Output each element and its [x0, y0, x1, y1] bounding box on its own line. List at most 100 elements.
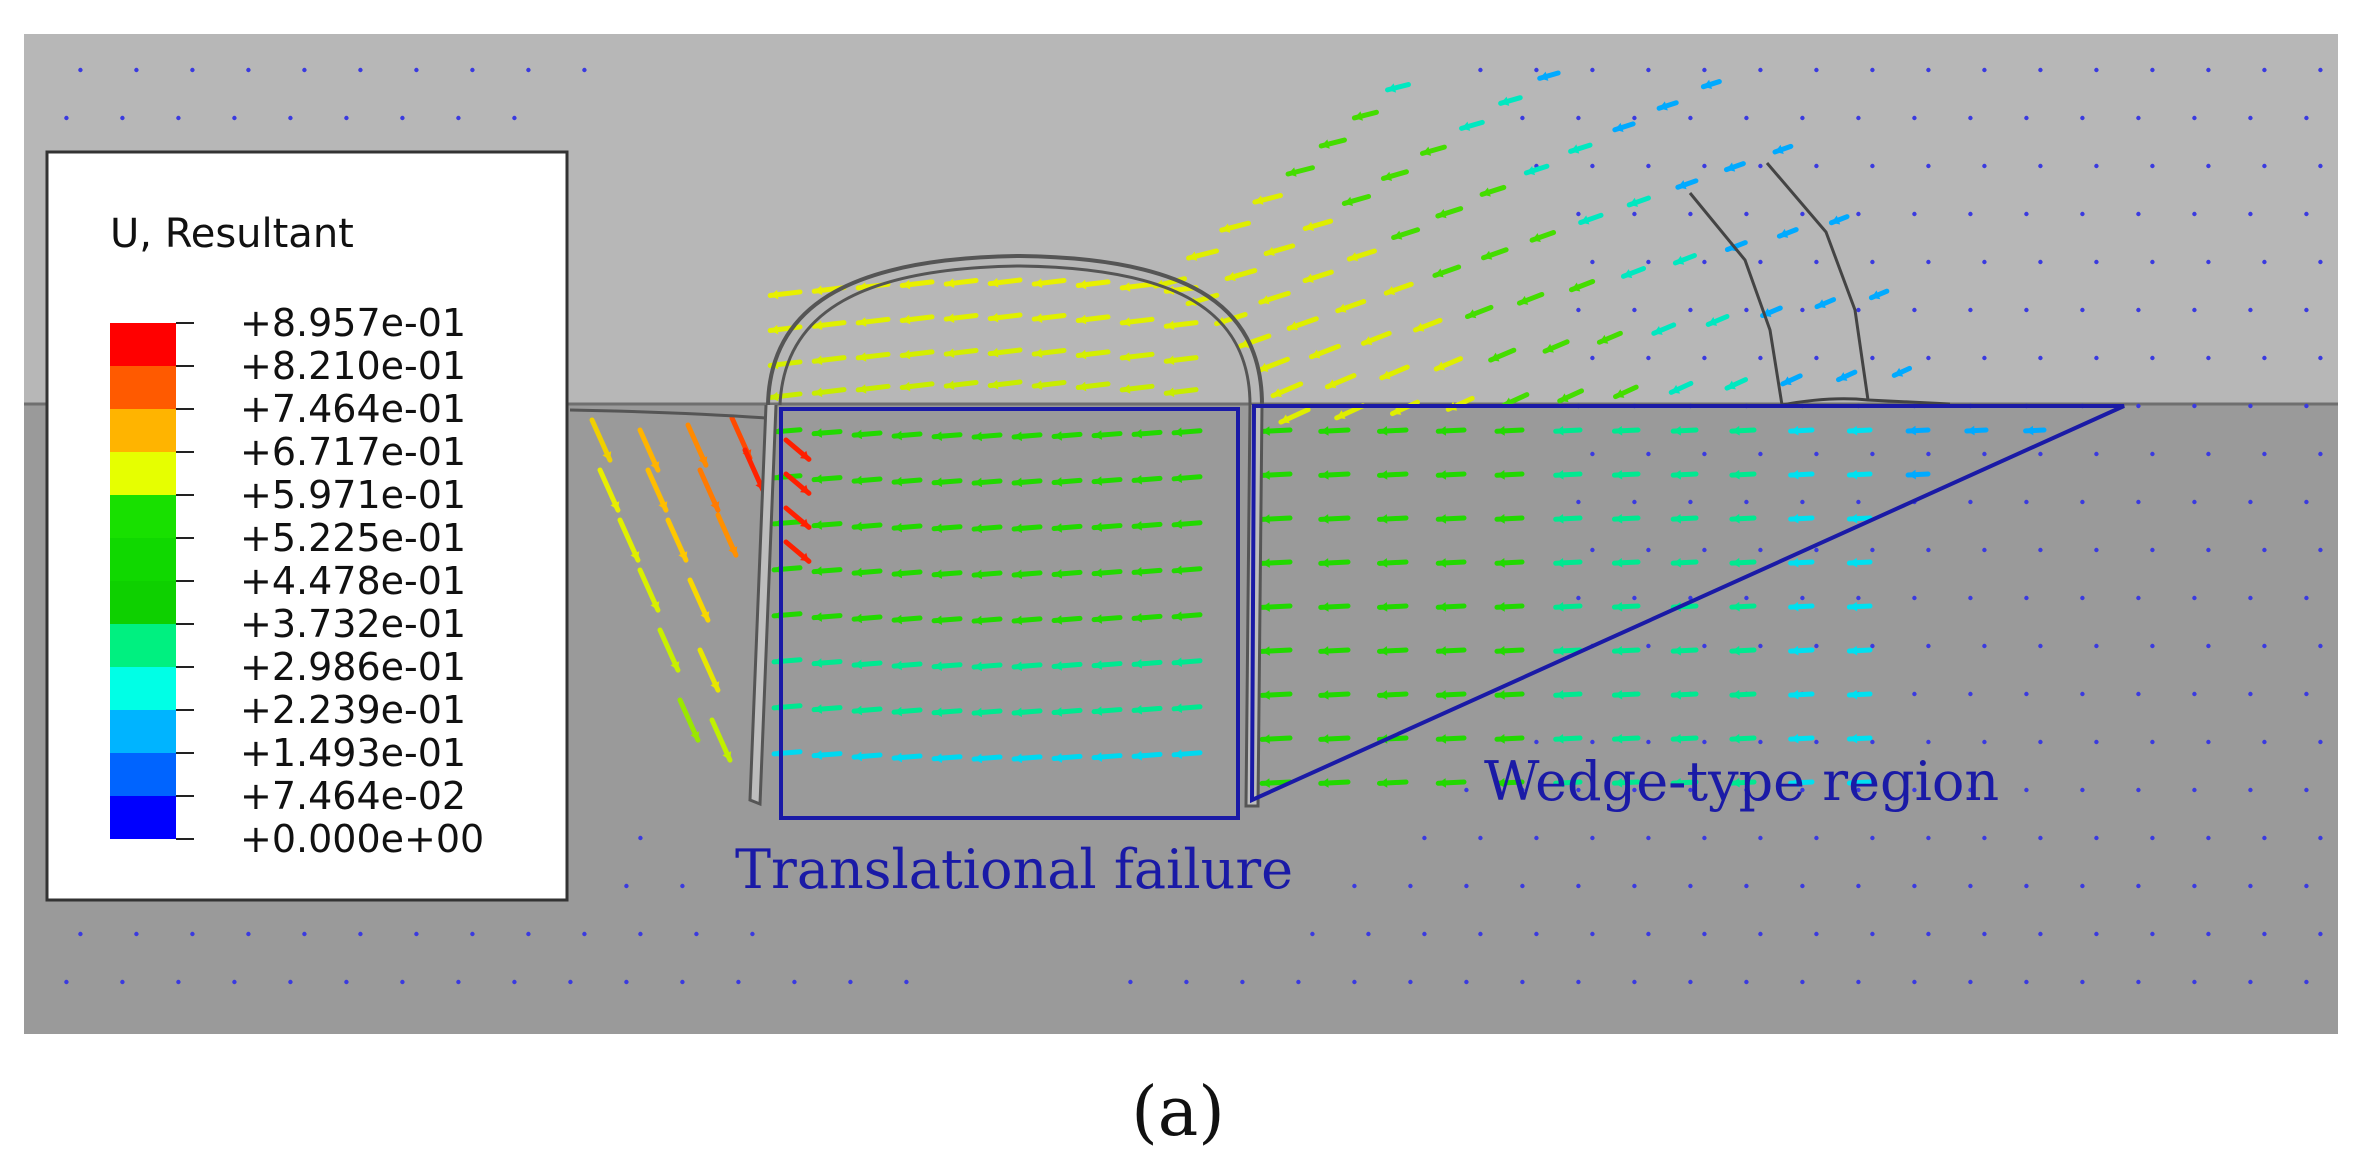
displacement-dot — [1632, 787, 1637, 793]
displacement-dot — [2192, 595, 2197, 601]
legend-band — [110, 409, 176, 452]
displacement-arrowhead — [814, 285, 823, 296]
displacement-arrowhead — [1134, 567, 1143, 577]
displacement-dot — [1688, 499, 1693, 505]
displacement-arrowhead — [1467, 309, 1477, 319]
displacement-arrowhead — [1386, 285, 1396, 296]
displacement-arrowhead — [1094, 522, 1103, 532]
legend-band — [110, 366, 176, 409]
displacement-dot — [1814, 739, 1819, 745]
displacement-dot — [2038, 739, 2043, 745]
displacement-dot — [1590, 739, 1595, 745]
displacement-arrowhead — [1174, 749, 1183, 760]
displacement-arrowhead — [1134, 613, 1143, 623]
displacement-dot — [246, 67, 251, 73]
displacement-arrowhead — [1174, 611, 1183, 622]
displacement-arrowhead — [1054, 569, 1063, 579]
displacement-dot — [2304, 883, 2309, 889]
displacement-arrowhead — [1054, 707, 1063, 717]
displacement-dot — [2248, 499, 2253, 505]
displacement-dot — [2150, 67, 2155, 73]
displacement-dot — [2094, 643, 2099, 649]
displacement-dot — [1688, 979, 1693, 985]
displacement-dot — [680, 979, 685, 985]
displacement-arrowhead — [1014, 661, 1023, 672]
displacement-arrowhead — [1266, 246, 1275, 257]
displacement-dot — [2206, 67, 2211, 73]
displacement-dot — [1814, 355, 1819, 361]
displacement-arrowhead — [854, 429, 863, 440]
displacement-arrowhead — [1078, 381, 1087, 392]
displacement-arrowhead — [1034, 313, 1043, 323]
displacement-arrowhead — [1496, 602, 1505, 612]
displacement-dot — [2150, 835, 2155, 841]
displacement-arrowhead — [990, 347, 999, 358]
displacement-arrowhead — [678, 551, 688, 561]
displacement-arrowhead — [770, 289, 779, 300]
displacement-dot — [1870, 931, 1875, 937]
displacement-dot — [1576, 307, 1581, 313]
displacement-dot — [1968, 787, 1973, 793]
displacement-arrowhead — [1379, 690, 1388, 700]
displacement-dot — [2304, 691, 2309, 697]
legend-color-bands: +8.957e-01+8.210e-01+7.464e-01+6.717e-01… — [110, 301, 484, 861]
displacement-arrowhead — [1555, 734, 1564, 744]
displacement-dot — [2038, 163, 2043, 169]
legend-value-label: +8.957e-01 — [240, 301, 466, 345]
legend-band — [110, 323, 176, 366]
displacement-dot — [1968, 979, 1973, 985]
displacement-arrowhead — [1078, 314, 1087, 325]
displacement-arrowhead — [1555, 690, 1564, 700]
displacement-dot — [1968, 499, 1973, 505]
displacement-dot — [1688, 211, 1693, 217]
displacement-dot — [1744, 211, 1749, 217]
displacement-dot — [344, 979, 349, 985]
displacement-arrowhead — [1134, 705, 1143, 715]
displacement-dot — [1912, 691, 1917, 697]
displacement-arrowhead — [1014, 431, 1023, 442]
displacement-dot — [1646, 643, 1651, 649]
displacement-dot — [1870, 835, 1875, 841]
displacement-arrowhead — [1262, 646, 1270, 656]
displacement-dot — [904, 979, 909, 985]
displacement-dot — [2318, 643, 2323, 649]
displacement-dot — [1856, 883, 1861, 889]
displacement-arrowhead — [1094, 568, 1103, 578]
displacement-arrowhead — [1311, 349, 1321, 359]
displacement-arrowhead — [1262, 690, 1270, 700]
displacement-dot — [1632, 595, 1637, 601]
translational-failure-box — [779, 407, 1240, 820]
displacement-arrowhead — [1496, 426, 1505, 436]
displacement-dot — [2262, 163, 2267, 169]
displacement-dot — [1744, 595, 1749, 601]
displacement-dot — [2318, 931, 2323, 937]
displacement-arrowhead — [974, 707, 983, 718]
displacement-arrowhead — [1831, 215, 1841, 225]
displacement-arrowhead — [1849, 645, 1858, 656]
displacement-dot — [1982, 931, 1987, 937]
displacement-arrowhead — [1094, 430, 1103, 440]
displacement-arrowhead — [1383, 171, 1393, 181]
displacement-dot — [190, 67, 195, 73]
displacement-arrowhead — [1122, 352, 1131, 362]
displacement-dot — [1982, 451, 1987, 457]
left-slope-surface — [569, 408, 767, 420]
displacement-dot — [1688, 595, 1693, 601]
displacement-arrowhead — [1731, 425, 1740, 436]
displacement-dot — [1758, 739, 1763, 745]
displacement-dot — [1478, 931, 1483, 937]
displacement-dot — [1744, 499, 1749, 505]
displacement-dot — [2136, 787, 2141, 793]
displacement-arrowhead — [1614, 689, 1623, 700]
displacement-dot — [1688, 787, 1693, 793]
displacement-dot — [1982, 739, 1987, 745]
displacement-dot — [120, 115, 125, 121]
displacement-arrowhead — [1379, 558, 1388, 568]
displacement-arrowhead — [1134, 521, 1143, 531]
displacement-dot — [1702, 355, 1707, 361]
displacement-dot — [624, 883, 629, 889]
displacement-dot — [2080, 787, 2085, 793]
displacement-arrowhead — [814, 355, 823, 366]
displacement-dot — [2150, 259, 2155, 265]
displacement-dot — [1702, 643, 1707, 649]
